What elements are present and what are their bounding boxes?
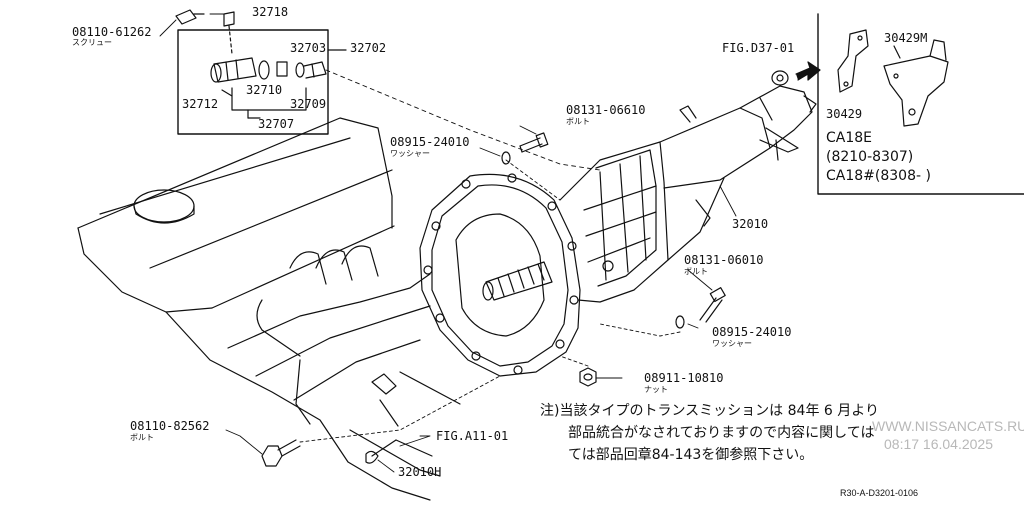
label-30429: 30429 bbox=[826, 107, 863, 121]
label-32703: 32703 bbox=[290, 41, 327, 55]
label-fig-a11-01: FIG.A11-01 bbox=[436, 429, 509, 443]
note-line1: 注)当該タイプのトランスミッションは 84年 6 月より bbox=[540, 403, 879, 419]
label-32718: 32718 bbox=[252, 5, 289, 19]
label-08110-61262-sub: スクリュー bbox=[72, 38, 112, 47]
label-32702: 32702 bbox=[350, 41, 387, 55]
inset-model-line2: (8210-8307) bbox=[826, 149, 914, 165]
label-32010: 32010 bbox=[732, 217, 769, 231]
document-code: R30-A-D3201-0106 bbox=[840, 488, 919, 498]
label-08131-06610-sub: ボルト bbox=[566, 117, 590, 126]
label-fig-d37-01: FIG.D37-01 bbox=[722, 41, 795, 55]
label-08915-24010-lower: 08915-24010 bbox=[712, 325, 792, 339]
label-32712: 32712 bbox=[182, 97, 219, 111]
label-32707: 32707 bbox=[258, 117, 295, 131]
inset-model-line3: CA18#(8308- ) bbox=[826, 168, 931, 184]
label-08911-10810: 08911-10810 bbox=[644, 371, 724, 385]
watermark-site: WWW.NISSANCATS.RU bbox=[872, 418, 1024, 434]
label-08915-24010-upper: 08915-24010 bbox=[390, 135, 470, 149]
label-08110-61262: 08110-61262 bbox=[72, 25, 152, 39]
inset-model-line1: CA18E bbox=[826, 130, 873, 146]
label-08911-10810-sub: ナット bbox=[644, 385, 668, 394]
label-08110-82562: 08110-82562 bbox=[130, 419, 210, 433]
label-08131-06010-sub: ボルト bbox=[684, 267, 708, 276]
label-32010h: 32010H bbox=[398, 465, 442, 479]
watermark-timestamp: 08:17 16.04.2025 bbox=[884, 436, 993, 452]
label-32709: 32709 bbox=[290, 97, 327, 111]
engine-block bbox=[77, 117, 461, 501]
leader-lines bbox=[159, 13, 737, 473]
fasteners bbox=[261, 132, 726, 467]
label-08131-06610: 08131-06610 bbox=[566, 103, 646, 117]
label-30429m: 30429M bbox=[884, 31, 928, 45]
label-32710: 32710 bbox=[246, 83, 283, 97]
note-line2: 部品統合がなされておりますので内容に関しては bbox=[568, 425, 875, 441]
label-08915-24010-upper-sub: ワッシャー bbox=[390, 149, 430, 158]
label-08110-82562-sub: ボルト bbox=[130, 433, 154, 442]
label-08131-06010: 08131-06010 bbox=[684, 253, 764, 267]
label-08915-24010-lower-sub: ワッシャー bbox=[712, 339, 752, 348]
transmission-assembly bbox=[419, 70, 817, 377]
inset-panel bbox=[795, 13, 1024, 195]
slave-cylinder-group bbox=[175, 9, 601, 171]
note-line3: ては部品回章84-143を御参照下さい。 bbox=[568, 447, 814, 463]
